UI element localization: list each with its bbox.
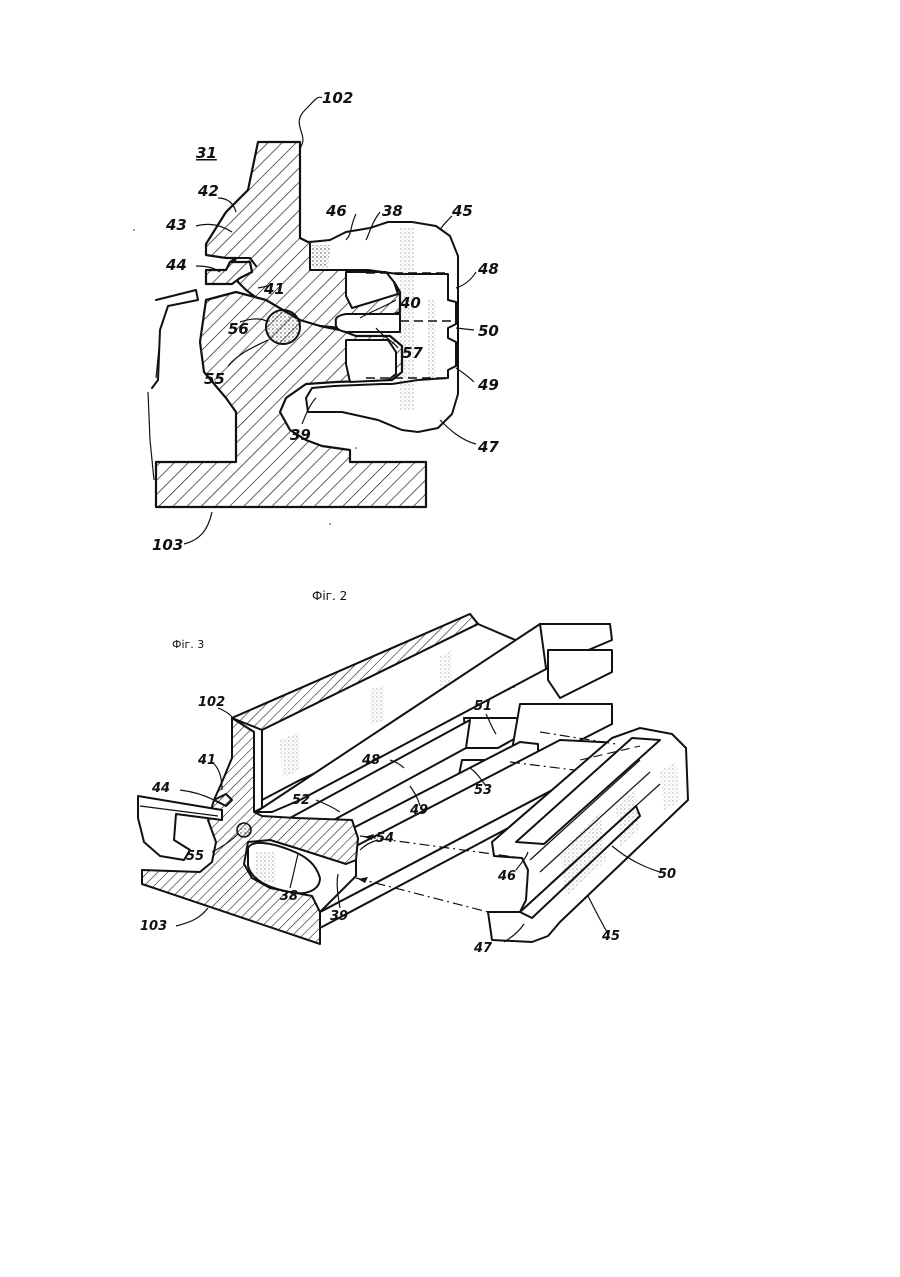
label-3-44: 44 (151, 781, 170, 796)
label-3-103: 103 (140, 919, 167, 934)
label-3-50: 50 (658, 867, 676, 882)
label-44: 44 (165, 256, 187, 274)
figure-2: 31 102 42 43 44 41 56 55 46 38 45 48 40 … (133, 89, 499, 603)
label-41: 41 (263, 280, 285, 298)
label-50: 50 (478, 322, 499, 340)
frame-wire-3 (138, 796, 222, 860)
label-46: 46 (325, 202, 347, 220)
label-42: 42 (197, 182, 219, 200)
figure-2-caption: Фіг. 2 (312, 589, 347, 603)
assembly-label: 31 (196, 144, 217, 162)
label-45: 45 (451, 202, 473, 220)
label-38: 38 (382, 202, 403, 220)
label-43: 43 (165, 216, 187, 234)
label-40: 40 (399, 294, 421, 312)
gasket-55 (237, 823, 251, 837)
label-3-102: 102 (198, 695, 225, 710)
figure-3-caption: Фіг. 3 (172, 638, 204, 651)
label-55: 55 (204, 370, 225, 388)
label-3-45: 45 (601, 929, 620, 944)
slot-57 (336, 314, 400, 332)
label-3-46: 46 (497, 869, 516, 884)
label-47: 47 (477, 438, 499, 456)
label-56: 56 (228, 320, 249, 338)
label-3-39: 39 (330, 909, 348, 924)
label-48: 48 (477, 260, 499, 278)
label-57: 57 (402, 344, 423, 362)
label-49: 49 (477, 376, 499, 394)
figure-3: Фіг. 3 (138, 614, 688, 956)
label-3-41: 41 (197, 753, 216, 768)
label-3-53: 53 (474, 783, 492, 798)
gasket-56 (266, 310, 300, 344)
label-39: 39 (290, 426, 311, 444)
label-3-49: 49 (409, 803, 428, 818)
strip-shading (312, 245, 330, 268)
label-3-55: 55 (186, 849, 204, 864)
tongue-39 (346, 340, 396, 382)
label-3-48: 48 (361, 753, 380, 768)
label-3-52: 52 (292, 793, 310, 808)
label-3-51: 51 (474, 699, 492, 714)
label-103: 103 (152, 536, 183, 554)
label-3-54: 54 (376, 831, 394, 846)
frame-wire (152, 290, 198, 388)
label-3-47: 47 (473, 941, 493, 956)
label-102: 102 (322, 89, 353, 107)
label-3-38: 38 (280, 889, 298, 904)
